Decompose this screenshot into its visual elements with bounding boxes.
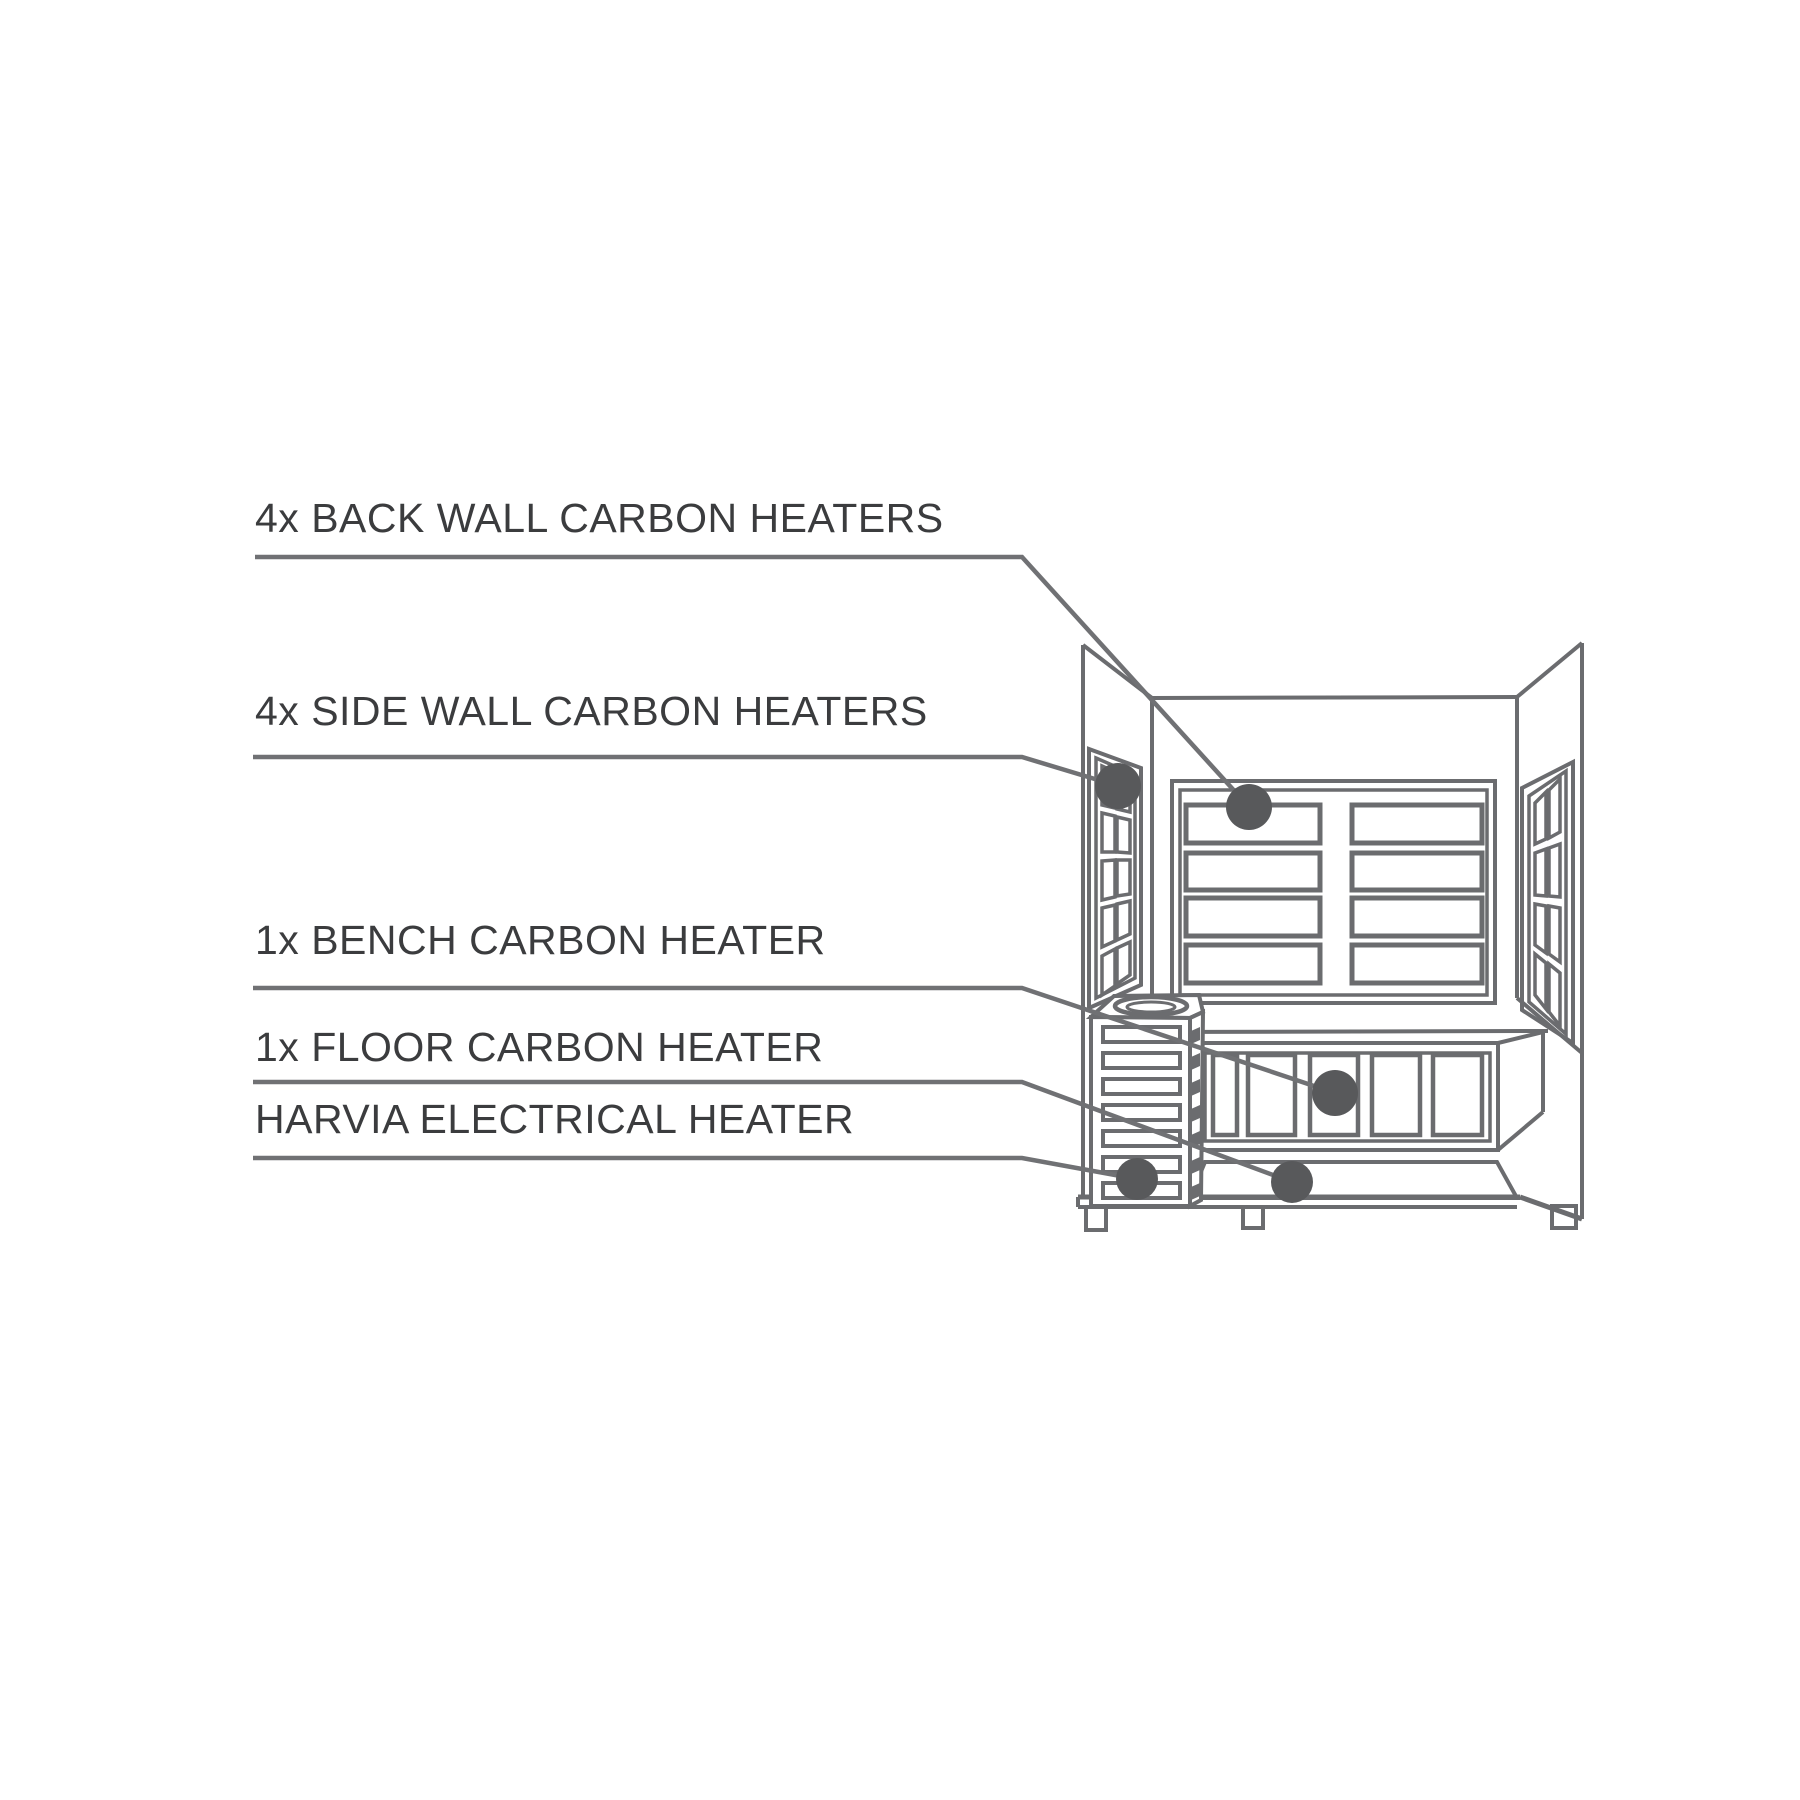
right-side-wall	[1515, 641, 1584, 1219]
label-bench-heater: 1x BENCH CARBON HEATER	[255, 917, 826, 963]
callout-line-bench	[253, 985, 1336, 1096]
callout-line-floor	[253, 1079, 1293, 1185]
right-wall-heater-frame-outer	[1520, 758, 1575, 1047]
harvia-bowl-rim-inner	[1125, 1000, 1177, 1014]
callout-line-side-wall	[253, 754, 1119, 789]
right-wall-top-edge	[1515, 641, 1584, 699]
callout-line-harvia	[253, 1155, 1138, 1182]
marker-back-wall-heaters	[1226, 784, 1272, 830]
back-wall-heater-slats	[1183, 802, 1485, 986]
callout-markers	[1095, 763, 1358, 1203]
base-foot-left	[1084, 1205, 1108, 1232]
bench-top-back-edge	[1151, 1029, 1549, 1034]
label-harvia-heater: HARVIA ELECTRICAL HEATER	[255, 1096, 855, 1142]
callout-line-back-wall	[255, 554, 1251, 809]
label-side-wall-heaters: 4x SIDE WALL CARBON HEATERS	[255, 688, 928, 734]
bench-front-panels	[1210, 1052, 1485, 1138]
right-wall-heater-frame-inner	[1527, 767, 1568, 1038]
back-wall-heater-frame-inner	[1178, 788, 1489, 997]
floor-heater-panel	[1187, 1160, 1521, 1200]
right-wall-heater-panes	[1533, 774, 1562, 1032]
marker-harvia-heater	[1116, 1158, 1158, 1200]
marker-floor-heater	[1271, 1161, 1313, 1203]
label-floor-heater: 1x FLOOR CARBON HEATER	[255, 1024, 824, 1070]
base-foot-middle	[1241, 1205, 1265, 1230]
bench-right-top-edge	[1497, 1030, 1544, 1045]
back-wall-heater-frame-outer	[1170, 779, 1497, 1005]
callout-lines	[253, 554, 1336, 1185]
back-wall	[1151, 695, 1519, 1005]
label-back-wall-heaters: 4x BACK WALL CARBON HEATERS	[255, 495, 944, 541]
marker-side-wall-heaters	[1095, 763, 1141, 809]
harvia-bowl-rim-outer	[1112, 994, 1190, 1018]
side-wall-heater-frame-outer	[1087, 746, 1143, 1012]
marker-bench-heater	[1312, 1070, 1358, 1116]
back-wall-top-edge	[1151, 695, 1518, 700]
base-foot-right	[1550, 1204, 1578, 1230]
sauna-structure	[1076, 641, 1584, 1232]
bench-right-bottom-edge	[1496, 1110, 1545, 1152]
